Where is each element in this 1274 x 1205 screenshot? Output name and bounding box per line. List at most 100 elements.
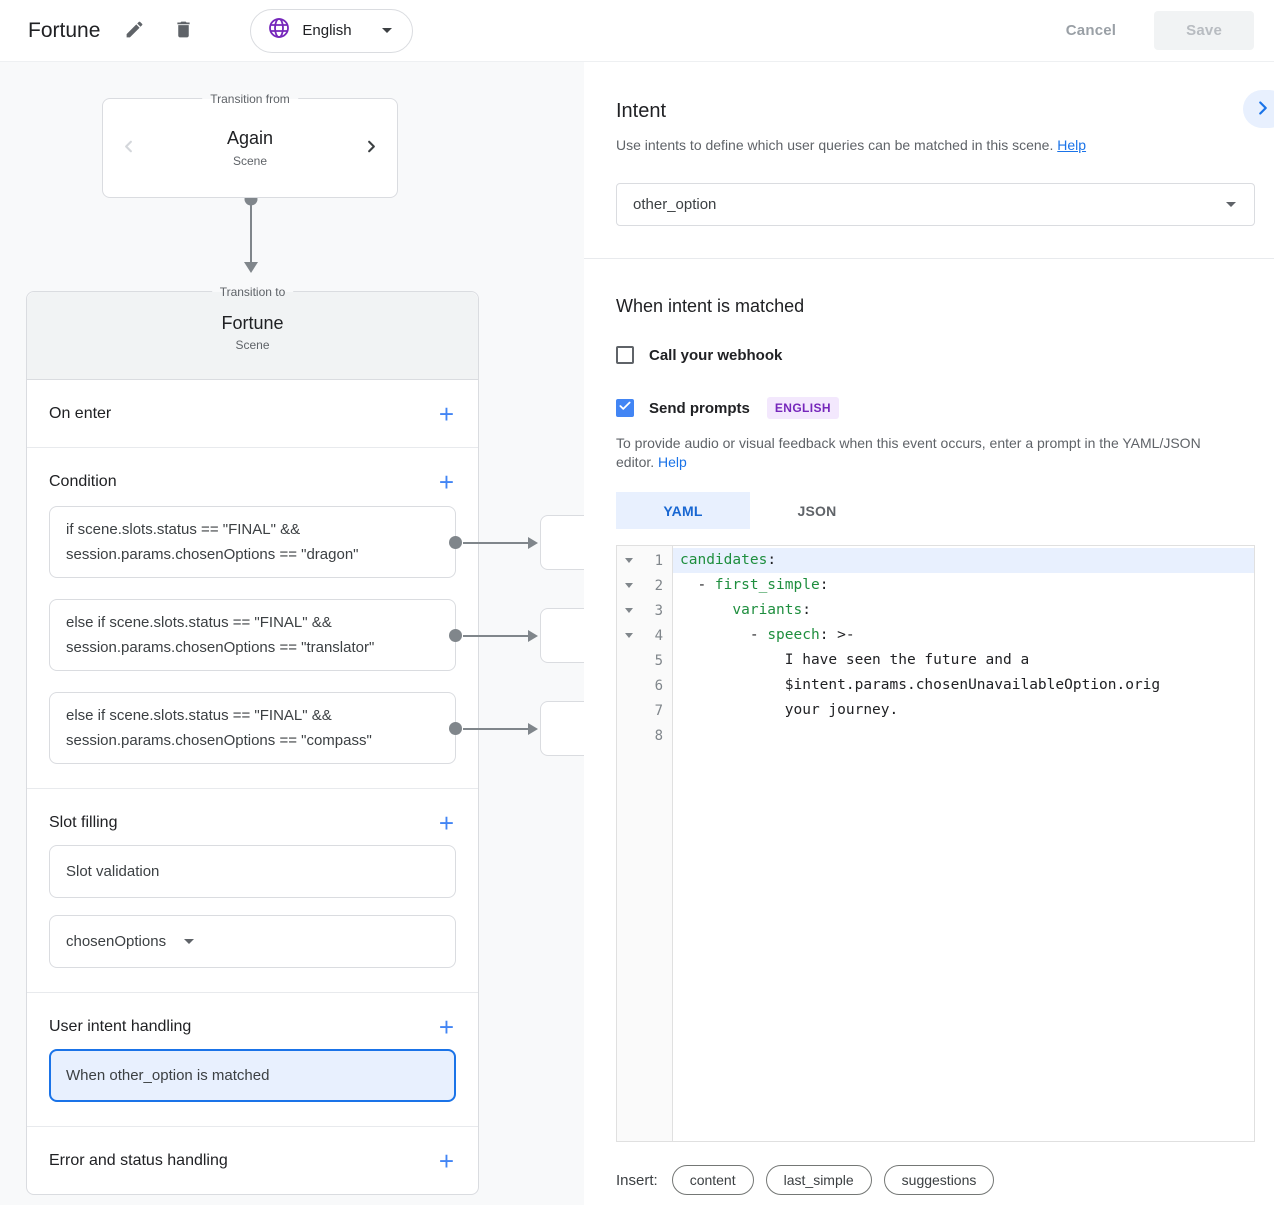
fold-toggle-icon[interactable] bbox=[625, 558, 633, 563]
code-line[interactable]: - first_simple: bbox=[673, 573, 1254, 598]
code-line[interactable]: - speech: >- bbox=[673, 623, 1254, 648]
yaml-text-token: I have seen the future and a bbox=[680, 652, 1030, 668]
insert-suggestions-button[interactable]: suggestions bbox=[883, 1165, 995, 1195]
gutter-row: 4 bbox=[617, 623, 672, 648]
yaml-text-token: : bbox=[802, 602, 811, 618]
code-line[interactable]: your journey. bbox=[673, 698, 1254, 723]
tab-yaml[interactable]: YAML bbox=[616, 492, 750, 529]
insert-content-button[interactable]: content bbox=[671, 1165, 754, 1195]
gutter-row: 2 bbox=[617, 573, 672, 598]
yaml-text-token: : bbox=[767, 552, 777, 568]
tab-json[interactable]: JSON bbox=[750, 492, 884, 529]
globe-icon bbox=[267, 16, 291, 45]
fold-toggle-icon[interactable] bbox=[625, 583, 633, 588]
user-intent-label: User intent handling bbox=[49, 1017, 192, 1035]
prompt-hint-line1: To provide audio or visual feedback when… bbox=[616, 435, 1201, 451]
chevron-right-icon bbox=[1252, 97, 1274, 122]
yaml-key-token: candidates bbox=[680, 552, 768, 568]
chevron-down-icon bbox=[184, 939, 195, 944]
chevron-down-icon bbox=[381, 28, 392, 33]
language-label: English bbox=[302, 22, 352, 39]
intent-select-value: other_option bbox=[633, 196, 717, 213]
fold-toggle-icon[interactable] bbox=[625, 633, 633, 638]
from-scene-name[interactable]: Again bbox=[226, 128, 274, 148]
add-on-enter-button[interactable]: + bbox=[438, 398, 454, 429]
scene-card: Transition to Fortune Scene On enter + C… bbox=[26, 284, 479, 1195]
line-number: 4 bbox=[654, 627, 663, 644]
add-condition-button[interactable]: + bbox=[438, 466, 454, 497]
fold-toggle-icon[interactable] bbox=[625, 608, 633, 613]
add-slot-button[interactable]: + bbox=[438, 807, 454, 838]
line-number: 1 bbox=[654, 552, 663, 569]
intent-handler-item-selected[interactable]: When other_option is matched bbox=[49, 1049, 456, 1102]
transition-target-box[interactable] bbox=[463, 701, 584, 756]
language-selector[interactable]: English bbox=[250, 8, 413, 53]
code-line[interactable]: candidates: bbox=[673, 548, 1254, 573]
line-number: 5 bbox=[654, 652, 663, 669]
yaml-text-token: - bbox=[680, 577, 715, 593]
scene-type: Scene bbox=[235, 338, 270, 352]
condition-item[interactable]: else if scene.slots.status == "FINAL" &&… bbox=[49, 692, 462, 764]
send-prompts-label: Send prompts bbox=[649, 399, 750, 417]
code-line[interactable]: variants: bbox=[673, 598, 1254, 623]
editor-code[interactable]: candidates: - first_simple: variants: - … bbox=[673, 546, 1254, 1141]
delete-scene-button[interactable] bbox=[169, 15, 198, 47]
pencil-icon bbox=[124, 19, 145, 43]
intent-description: Use intents to define which user queries… bbox=[616, 136, 1255, 155]
yaml-editor[interactable]: 1 2 3 4 5 6 7 8 candidates: - first_simple: var… bbox=[616, 545, 1255, 1142]
line-number: 7 bbox=[654, 702, 663, 719]
page-title: Fortune bbox=[28, 18, 101, 42]
slot-item[interactable]: chosenOptions bbox=[49, 915, 456, 968]
gutter-row: 5 bbox=[617, 648, 672, 673]
condition-item[interactable]: else if scene.slots.status == "FINAL" &&… bbox=[49, 599, 462, 671]
edit-title-button[interactable] bbox=[120, 15, 149, 47]
help-link[interactable]: Help bbox=[658, 454, 687, 470]
slot-validation-item[interactable]: Slot validation bbox=[49, 845, 456, 898]
insert-last-simple-button[interactable]: last_simple bbox=[765, 1165, 872, 1195]
transition-target-box[interactable] bbox=[463, 515, 584, 570]
send-prompts-row: Send prompts ENGLISH bbox=[616, 397, 1255, 419]
help-link[interactable]: Help bbox=[1057, 137, 1087, 153]
add-error-handler-button[interactable]: + bbox=[438, 1145, 454, 1176]
line-number: 6 bbox=[654, 677, 663, 694]
top-bar: Fortune English Cancel Save bbox=[0, 0, 1274, 62]
next-scene-button[interactable] bbox=[360, 135, 383, 161]
line-number: 3 bbox=[654, 602, 663, 619]
slot-name: chosenOptions bbox=[66, 933, 167, 950]
chevron-left-icon bbox=[119, 137, 138, 159]
yaml-text-token: your journey. bbox=[680, 702, 899, 718]
webhook-row: Call your webhook bbox=[616, 346, 1255, 364]
code-line[interactable]: $intent.params.chosenUnavailableOption.o… bbox=[673, 673, 1254, 698]
intent-detail-panel: Intent Use intents to define which user … bbox=[584, 62, 1274, 1205]
chevron-right-icon bbox=[362, 137, 381, 159]
yaml-text-token bbox=[680, 602, 732, 618]
gutter-row: 3 bbox=[617, 598, 672, 623]
intent-select[interactable]: other_option bbox=[616, 183, 1255, 226]
yaml-key-token: first_simple bbox=[714, 577, 820, 593]
scene-card-header: Fortune Scene bbox=[27, 292, 478, 380]
divider bbox=[584, 258, 1274, 259]
transition-from-box: Transition from Again Scene bbox=[102, 91, 398, 198]
save-button[interactable]: Save bbox=[1154, 11, 1254, 50]
scene-graph-canvas: Transition from Again Scene bbox=[0, 62, 584, 1205]
error-handling-label: Error and status handling bbox=[49, 1151, 228, 1169]
scene-title: Fortune bbox=[221, 313, 284, 333]
code-line[interactable] bbox=[673, 723, 1254, 748]
chevron-down-icon bbox=[1226, 202, 1236, 207]
intent-description-text: Use intents to define which user queries… bbox=[616, 137, 1054, 153]
from-scene-type: Scene bbox=[232, 154, 268, 168]
line-number: 8 bbox=[654, 727, 663, 744]
error-handling-section: Error and status handling + bbox=[27, 1127, 478, 1194]
code-line[interactable]: I have seen the future and a bbox=[673, 648, 1254, 673]
send-prompts-checkbox[interactable] bbox=[616, 399, 634, 417]
webhook-checkbox[interactable] bbox=[616, 346, 634, 364]
collapse-panel-button[interactable] bbox=[1243, 90, 1274, 128]
add-intent-handler-button[interactable]: + bbox=[438, 1011, 454, 1042]
insert-row: Insert: content last_simple suggestions bbox=[616, 1165, 1255, 1195]
transition-target-box[interactable] bbox=[463, 608, 584, 663]
condition-item[interactable]: if scene.slots.status == "FINAL" && sess… bbox=[49, 506, 462, 578]
yaml-key-token: variants bbox=[732, 602, 803, 618]
prev-scene-button[interactable] bbox=[117, 135, 140, 161]
cancel-button[interactable]: Cancel bbox=[1065, 22, 1117, 39]
condition-section: Condition + if scene.slots.status == "FI… bbox=[27, 448, 478, 789]
